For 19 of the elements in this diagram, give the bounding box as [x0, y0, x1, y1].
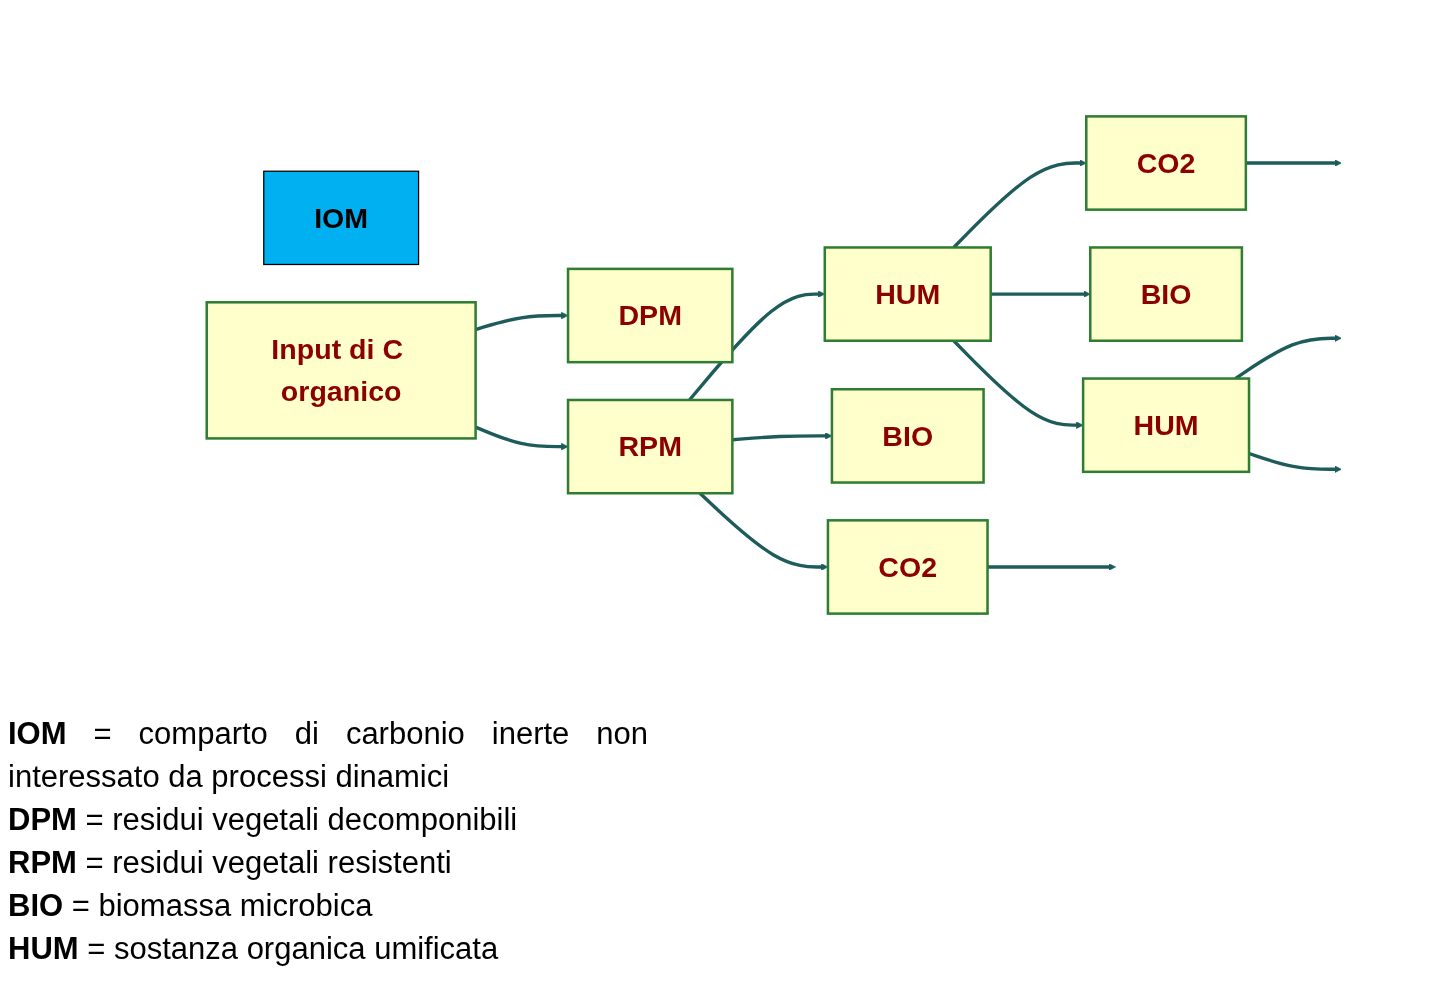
abbreviation-note: HUM = sostanza organica umificata	[8, 930, 500, 968]
node-box: RPM	[566, 398, 734, 495]
node-box: DPM	[566, 267, 734, 364]
node-box: BIO	[830, 388, 985, 484]
abbreviation-note: DPM = residui vegetali decomponibili	[8, 801, 519, 839]
node-box: CO2	[826, 519, 989, 615]
arrow	[990, 290, 1091, 298]
node-box: Input di C organico	[205, 301, 477, 440]
abbreviation-note: RPM = residui vegetali resistenti	[8, 844, 453, 882]
abbreviation-note: IOM = comparto di carbonio inerte non interessato da processi dinamici	[8, 715, 648, 796]
node-box: BIO	[1089, 246, 1244, 342]
node-box: HUM	[1081, 377, 1251, 474]
arrow	[475, 311, 569, 332]
abbreviation-note: BIO = biomassa microbica	[8, 887, 374, 925]
node-box: IOM	[263, 170, 420, 266]
arrow	[1245, 159, 1342, 167]
node-box: CO2	[1085, 115, 1248, 211]
node-box: HUM	[823, 246, 992, 342]
arrow	[987, 563, 1116, 571]
